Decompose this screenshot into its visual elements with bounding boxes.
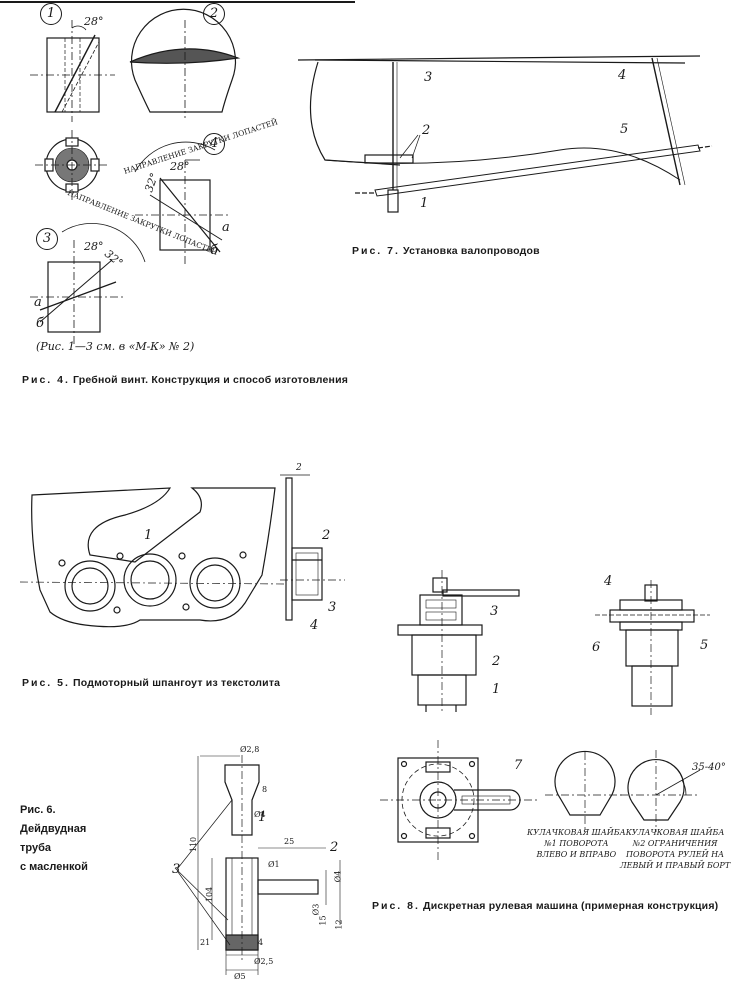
fig6-dim-top: Ø2,8 <box>240 745 260 754</box>
fig8-washer-2-text: КУЛАЧКОВАЯ ШАЙБА №2 ОГРАНИЧЕНИЯ ПОВОРОТА… <box>620 827 730 871</box>
fig5-label-4: 4 <box>310 618 319 633</box>
fig7-label-5: 5 <box>620 122 629 137</box>
fig6-caption-line: Рис. 6. <box>20 804 56 816</box>
fig8-washer-1-text: КУЛАЧКОВАЯ ШАЙБА №1 ПОВОРОТА ВЛЕВО И ВПР… <box>527 827 626 860</box>
fig5-caption: Рис. 5. Подмоторный шпангоут из текстоли… <box>22 677 280 689</box>
fig7-label-2: 2 <box>422 123 431 138</box>
fig6-label-1: 1 <box>258 810 267 825</box>
fig8-drawing <box>380 570 710 862</box>
fig8-washer-1-line: ВЛЕВО И ВПРАВО <box>536 850 617 859</box>
fig4-circle-4: 4 <box>203 133 225 155</box>
fig6-dim: 15 <box>318 915 328 926</box>
fig6-dim: Ø5 <box>234 972 246 981</box>
fig6-label-2: 2 <box>330 840 339 855</box>
fig7-label-1: 1 <box>420 196 429 211</box>
fig4-circle-1: 1 <box>40 3 62 25</box>
fig8-washer-2-line: ПОВОРОТА РУЛЕЙ НА <box>626 850 725 859</box>
fig8-caption: Рис. 8. Дискретная рулевая машина (приме… <box>372 900 742 913</box>
fig5-caption-prefix: Рис. 5. <box>22 677 70 689</box>
fig4-caption-text: Гребной винт. Конструкция и способ изгот… <box>73 374 349 386</box>
fig8-washer-1-line: №1 ПОВОРОТА <box>544 839 609 848</box>
fig4-letter-a-3: а <box>34 295 42 310</box>
fig4-blade-2 <box>130 8 237 113</box>
fig4-drawing <box>30 8 241 345</box>
fig8-label-3: 3 <box>490 604 499 619</box>
fig8-washer-2-line: КУЛАЧКОВАЯ ШАЙБА <box>625 828 725 837</box>
fig6-dim: 8 <box>262 785 268 794</box>
fig4-circle-2: 2 <box>203 3 225 25</box>
fig4-angle-2: 28° <box>170 160 190 173</box>
fig6-dim: Ø1 <box>268 860 280 869</box>
fig6-dim: 110 <box>189 836 199 853</box>
fig5-drawing <box>19 474 345 628</box>
fig8-label-6: 6 <box>592 640 601 655</box>
fig4-caption: Рис. 4. Гребной винт. Конструкция и спос… <box>22 374 348 386</box>
fig6-dim: Ø4 <box>254 810 266 819</box>
fig8-washer-2-line: №2 ОГРАНИЧЕНИЯ <box>632 839 718 848</box>
fig4-angle-1: 28° <box>84 15 104 28</box>
fig6-caption-line: Дейдвудная <box>20 823 87 835</box>
fig8-cam-1 <box>554 750 616 816</box>
fig6-caption-line: труба <box>20 842 51 854</box>
fig6-dim: Ø4 <box>333 870 343 883</box>
fig5-dim: 2 <box>296 463 302 473</box>
fig8-label-2: 2 <box>492 654 501 669</box>
fig6-dim: Ø3 <box>311 903 321 916</box>
fig8-label-4: 4 <box>604 574 613 589</box>
fig8-label-1: 1 <box>492 682 501 697</box>
fig7-label-3: 3 <box>424 70 433 85</box>
fig4-angle-4: 28° <box>84 240 104 253</box>
fig6-dim: 25 <box>284 837 295 846</box>
fig5-label-2: 2 <box>322 528 331 543</box>
fig6-dim: Ø2,5 <box>254 957 274 966</box>
fig6-dim: 12 <box>334 919 344 930</box>
fig8-angle: 35-40° <box>692 762 726 773</box>
fig5-label-3: 3 <box>328 600 337 615</box>
fig4-letter-b-4: б <box>210 243 218 258</box>
fig6-label-3: 3 <box>172 862 181 877</box>
fig7-caption-prefix: Рис. 7. <box>352 245 400 257</box>
fig7-caption: Рис. 7. Установка валопроводов <box>352 245 540 257</box>
fig8-washer-1-line: КУЛАЧКОВАЯ ШАЙБА <box>527 828 626 837</box>
fig8-caption-text: Дискретная рулевая машина (примерная кон… <box>423 900 719 912</box>
fig4-caption-prefix: Рис. 4. <box>22 374 70 386</box>
fig6-caption: Рис. 6. Дейдвудная труба с масленкой <box>20 801 88 877</box>
fig8-cam-2 <box>627 759 685 821</box>
fig4-note: (Рис. 1—3 см. в «М-К» № 2) <box>36 340 195 353</box>
fig4-letter-a-4: а <box>222 220 230 235</box>
fig6-dim: 104 <box>205 886 215 903</box>
fig5-caption-text: Подмоторный шпангоут из текстолита <box>73 677 281 689</box>
fig7-caption-text: Установка валопроводов <box>403 245 540 257</box>
fig8-label-5: 5 <box>700 638 709 653</box>
fig8-label-7: 7 <box>514 758 523 773</box>
fig6-caption-line: с масленкой <box>20 861 88 873</box>
fig6-dim: 21 <box>200 938 211 947</box>
fig4-letter-b-3: б <box>36 316 44 331</box>
fig8-washer-2-line: ЛЕВЫЙ И ПРАВЫЙ БОРТ <box>620 861 731 870</box>
fig4-circle-3: 3 <box>36 228 58 250</box>
fig7-deck-line <box>297 55 701 61</box>
fig6-drawing <box>174 755 341 975</box>
fig5-frame <box>31 487 276 628</box>
fig5-label-1: 1 <box>144 528 153 543</box>
fig6-dim: 4 <box>258 938 264 947</box>
fig8-caption-prefix: Рис. 8. <box>372 900 420 912</box>
fig7-label-4: 4 <box>618 68 627 83</box>
fig7-drawing <box>297 55 713 213</box>
